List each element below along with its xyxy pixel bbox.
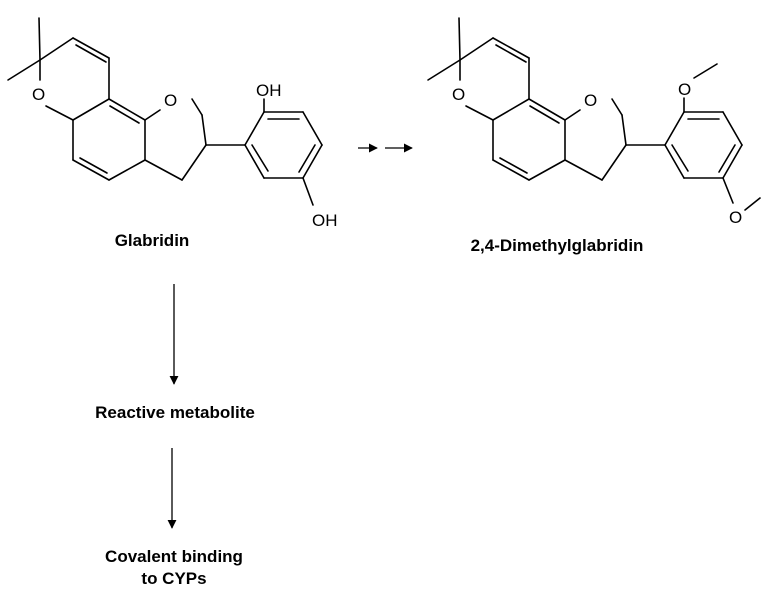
dimethylglabridin-structure: O O O O: [427, 17, 761, 227]
glabridin-structure: O O OH OH: [7, 17, 338, 230]
glabridin-label: Glabridin: [115, 231, 190, 250]
covalent-binding-label-line2: to CYPs: [141, 569, 206, 588]
reactive-metabolite-label: Reactive metabolite: [95, 403, 255, 422]
dimethylglabridin-label: 2,4-Dimethylglabridin: [471, 236, 644, 255]
glabridin-chroman-oxygen: O: [164, 91, 177, 110]
dimethyl-methoxy-oxygen-bottom: O: [729, 208, 742, 227]
glabridin-pyran-oxygen: O: [32, 85, 45, 104]
glabridin-oh-top: OH: [256, 81, 282, 100]
dimethyl-pyran-oxygen: O: [452, 85, 465, 104]
dimethyl-methoxy-oxygen-top: O: [678, 80, 691, 99]
covalent-binding-label-line1: Covalent binding: [105, 547, 243, 566]
dimethyl-chroman-oxygen: O: [584, 91, 597, 110]
glabridin-oh-bottom: OH: [312, 211, 338, 230]
